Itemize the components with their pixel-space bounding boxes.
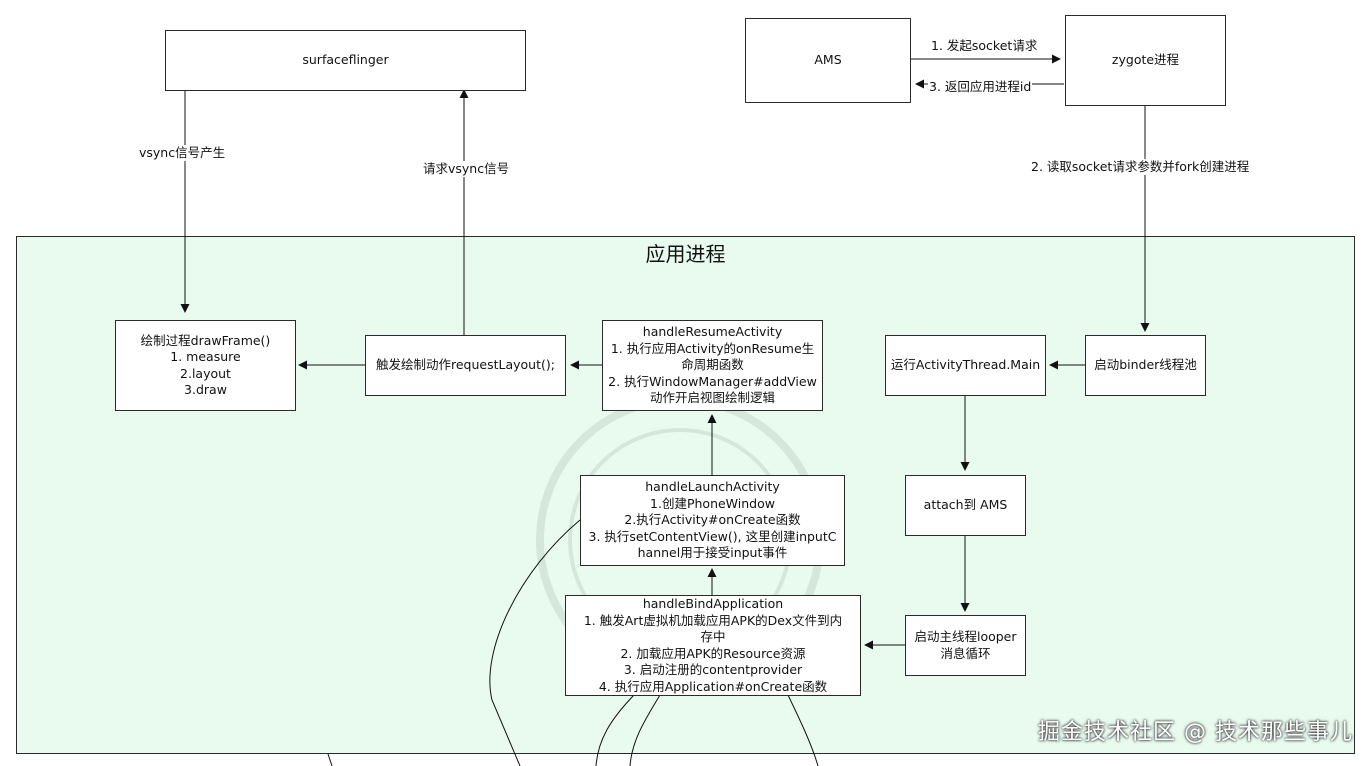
edge-curve-bind-left-2 [629,694,661,766]
label-read-socket: 2. 读取socket请求参数并fork创建进程 [1030,159,1251,175]
edge-curve-bottom-left [327,753,333,766]
node-attach-ams: attach到 AMS [905,475,1026,536]
node-main-looper: 启动主线程looper 消息循环 [905,615,1026,676]
label-request-vsync: 请求vsync信号 [422,161,511,177]
label-return-pid: 3. 返回应用进程id [928,79,1033,95]
label-vsync-generated: vsync信号产生 [138,145,227,161]
node-handle-resume-activity: handleResumeActivity 1. 执行应用Activity的onR… [602,320,823,411]
edge-curve-launch-down [489,519,581,766]
node-zygote: zygote进程 [1065,15,1226,106]
node-ams: AMS [745,18,911,103]
label-send-socket: 1. 发起socket请求 [930,38,1039,54]
edge-curve-bind-left-1 [595,694,635,766]
node-binder-pool: 启动binder线程池 [1085,335,1206,396]
node-surfaceflinger: surfaceflinger [165,30,526,91]
node-draw-frame: 绘制过程drawFrame() 1. measure 2.layout 3.dr… [115,320,296,411]
watermark-text: 掘金技术社区 @ 技术那些事儿 [1038,720,1353,745]
app-process-title: 应用进程 [645,242,726,266]
node-handle-bind-application: handleBindApplication 1. 触发Art虚拟机加载应用APK… [565,595,861,696]
node-handle-launch-activity: handleLaunchActivity 1.创建PhoneWindow 2.执… [580,475,845,566]
node-request-layout: 触发绘制动作requestLayout(); [365,335,566,396]
edge-curve-bind-right [787,694,819,766]
node-activity-thread-main: 运行ActivityThread.Main [885,335,1046,396]
